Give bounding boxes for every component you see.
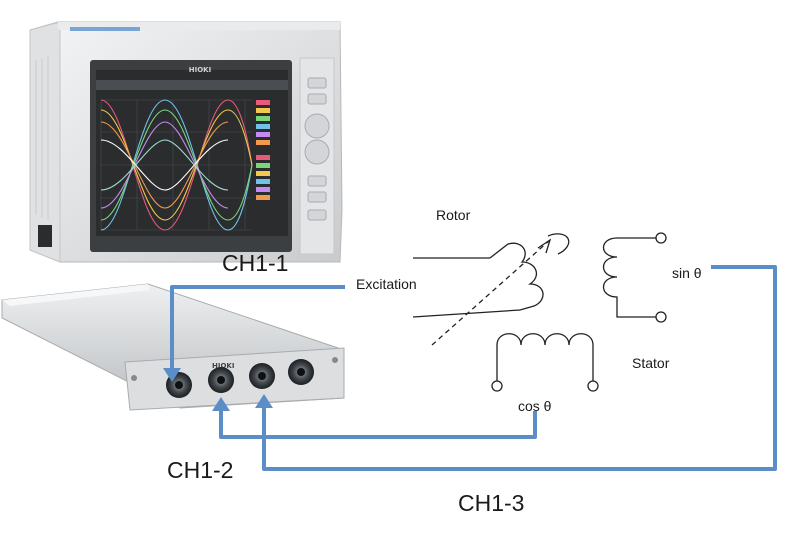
wire-cos [219, 404, 537, 439]
recorder-instrument: HIOKI [29, 21, 343, 263]
rotor-winding [412, 233, 570, 346]
channel-tags [256, 100, 270, 200]
module-brand: HIOKI [212, 362, 234, 370]
ch1-1-label: CH1-1 [222, 250, 289, 276]
brand-logo: HIOKI [189, 66, 211, 74]
stator-label: Stator [632, 355, 670, 371]
ch1-3-label: CH1-3 [458, 490, 525, 516]
wiring [170, 265, 777, 471]
resolver-schematic [412, 232, 667, 392]
wire-arrowheads [163, 368, 273, 411]
excitation-label: Excitation [356, 276, 417, 292]
wire-sin [262, 265, 777, 471]
wire-excitation [170, 285, 345, 372]
screen-waveforms [100, 99, 253, 231]
stator-sin-winding [602, 232, 667, 323]
rotor-label: Rotor [436, 207, 471, 223]
stator-cos-winding [491, 333, 599, 392]
sin-theta-label: sin θ [672, 265, 702, 281]
cos-theta-label: cos θ [518, 398, 552, 414]
ch1-2-label: CH1-2 [167, 457, 234, 483]
